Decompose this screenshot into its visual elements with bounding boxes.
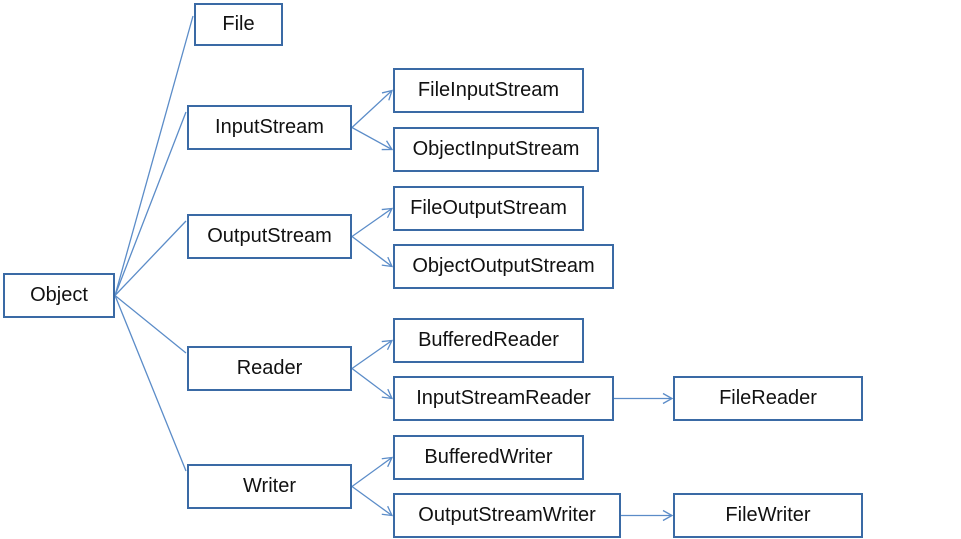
node-filewriter: FileWriter [673, 493, 863, 538]
connector-reader-to-buffered_reader [351, 339, 394, 370]
connector-object-to-file [114, 15, 194, 296]
node-inputstreamreader: InputStreamReader [393, 376, 614, 421]
node-fileoutputstream: FileOutputStream [393, 186, 584, 231]
connector-object-to-input_stream [114, 111, 187, 296]
node-objectinputstream: ObjectInputStream [393, 127, 599, 172]
node-bufferedreader: BufferedReader [393, 318, 584, 363]
connector-output_stream-to-object_output_stream [351, 235, 394, 268]
node-outputstream: OutputStream [187, 214, 352, 259]
node-object: Object [3, 273, 115, 318]
node-writer: Writer [187, 464, 352, 509]
connector-input_stream-to-file_input_stream [351, 89, 393, 128]
node-filereader: FileReader [673, 376, 863, 421]
connector-object-to-writer [114, 295, 187, 472]
node-bufferedwriter: BufferedWriter [393, 435, 584, 480]
node-file: File [194, 3, 283, 46]
connector-writer-to-output_stream_writer [351, 485, 394, 517]
connector-input_stream-to-object_input_stream [351, 126, 394, 151]
node-outputstreamwriter: OutputStreamWriter [393, 493, 621, 538]
connector-object-to-reader [114, 294, 187, 354]
node-inputstream: InputStream [187, 105, 352, 150]
connector-reader-to-input_stream_reader [351, 367, 394, 400]
node-fileinputstream: FileInputStream [393, 68, 584, 113]
node-objectoutputstream: ObjectOutputStream [393, 244, 614, 289]
node-reader: Reader [187, 346, 352, 391]
connector-object-to-output_stream [114, 220, 187, 296]
connector-output_stream-to-file_output_stream [351, 207, 394, 238]
connector-writer-to-buffered_writer [351, 456, 394, 488]
